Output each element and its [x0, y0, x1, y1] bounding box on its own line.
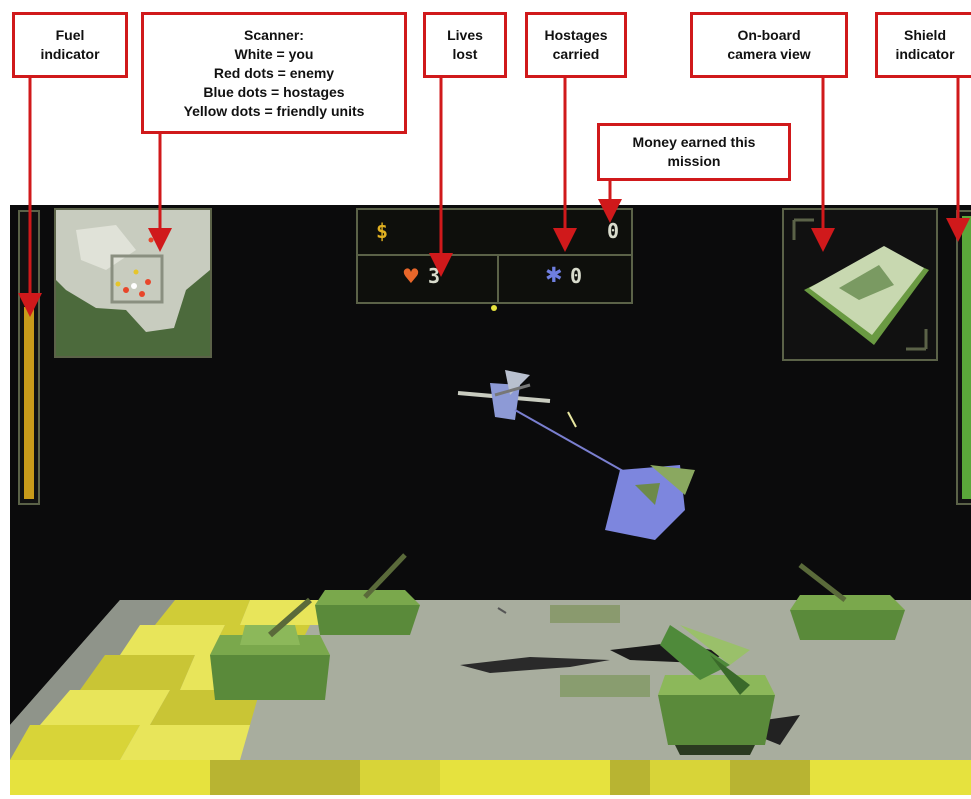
game-viewport: $ 0 ♥ 3 ✱ 0 [10, 205, 971, 795]
onboard-camera-panel [782, 208, 938, 361]
game-scene [10, 305, 971, 795]
target-marker [491, 305, 497, 311]
enemy-tank [790, 563, 905, 640]
scanner-friendly-dot [115, 281, 121, 287]
lives-lost-callout: Lives lost [423, 12, 507, 78]
status-divider [497, 256, 499, 302]
camera-view-image [792, 218, 929, 351]
callout-line: Scanner: [244, 26, 304, 43]
fuel-indicator-callout: Fuel indicator [12, 12, 128, 78]
callout-line: indicator [40, 46, 100, 62]
callout-line: Fuel [55, 27, 85, 43]
shield-gauge-fill [962, 216, 971, 499]
fuel-gauge [18, 210, 40, 505]
floor-pad [560, 675, 650, 697]
scanner-view-frame [110, 254, 164, 304]
enemy-tank [315, 553, 420, 635]
shield-indicator-callout: Shield indicator [875, 12, 971, 78]
scanner-player-dot [131, 283, 137, 289]
scanner-map [56, 210, 210, 356]
tracer [567, 411, 577, 428]
callout-line: indicator [895, 46, 955, 62]
callout-line: carried [552, 46, 600, 62]
camera-view-callout: On-board camera view [690, 12, 848, 78]
shield-gauge [956, 210, 971, 505]
scanner-callout: Scanner: White = you Red dots = enemy Bl… [141, 12, 407, 134]
money-callout: Money earned this mission [597, 123, 791, 181]
callout-line: mission [667, 153, 721, 169]
player-helicopter [457, 370, 551, 420]
hostage-figure-icon: ✱ [545, 263, 563, 287]
callout-line: camera view [727, 46, 811, 62]
scanner-enemy-dot [148, 237, 154, 243]
callout-line: Lives [447, 27, 483, 43]
callout-line: Blue dots = hostages [203, 83, 345, 100]
floor-pad [550, 605, 620, 623]
fuel-gauge-fill [24, 307, 34, 499]
callout-line: Shield [903, 27, 946, 43]
callout-line: Red dots = enemy [213, 64, 335, 81]
status-divider [358, 254, 631, 256]
scanner-enemy-dot [123, 287, 129, 293]
lives-value: 3 [428, 264, 441, 288]
scanner-friendly-dot [133, 269, 139, 275]
heart-icon: ♥ [402, 264, 420, 288]
callout-line: Hostages [544, 27, 608, 43]
money-symbol: $ [376, 219, 389, 243]
callout-line: White = you [234, 45, 314, 62]
enemy-tank [658, 675, 775, 755]
hostages-value: 0 [570, 264, 583, 288]
callout-line: Yellow dots = friendly units [183, 102, 365, 119]
callout-line: lost [452, 46, 478, 62]
scanner-enemy-dot [139, 291, 145, 297]
callout-line: Money earned this [632, 134, 756, 150]
money-value: 0 [606, 219, 619, 243]
enemy-tank [210, 597, 330, 700]
scanner-enemy-dot [145, 279, 151, 285]
scanner-panel [54, 208, 212, 358]
winch-cable [514, 409, 631, 476]
status-panel: $ 0 ♥ 3 ✱ 0 [356, 208, 633, 304]
hostage-pod [605, 465, 695, 540]
hostages-carried-callout: Hostages carried [525, 12, 627, 78]
callout-line: On-board [737, 27, 801, 43]
enemy-aircraft [660, 625, 750, 695]
floor-crack [460, 657, 610, 673]
tracer [497, 607, 507, 614]
